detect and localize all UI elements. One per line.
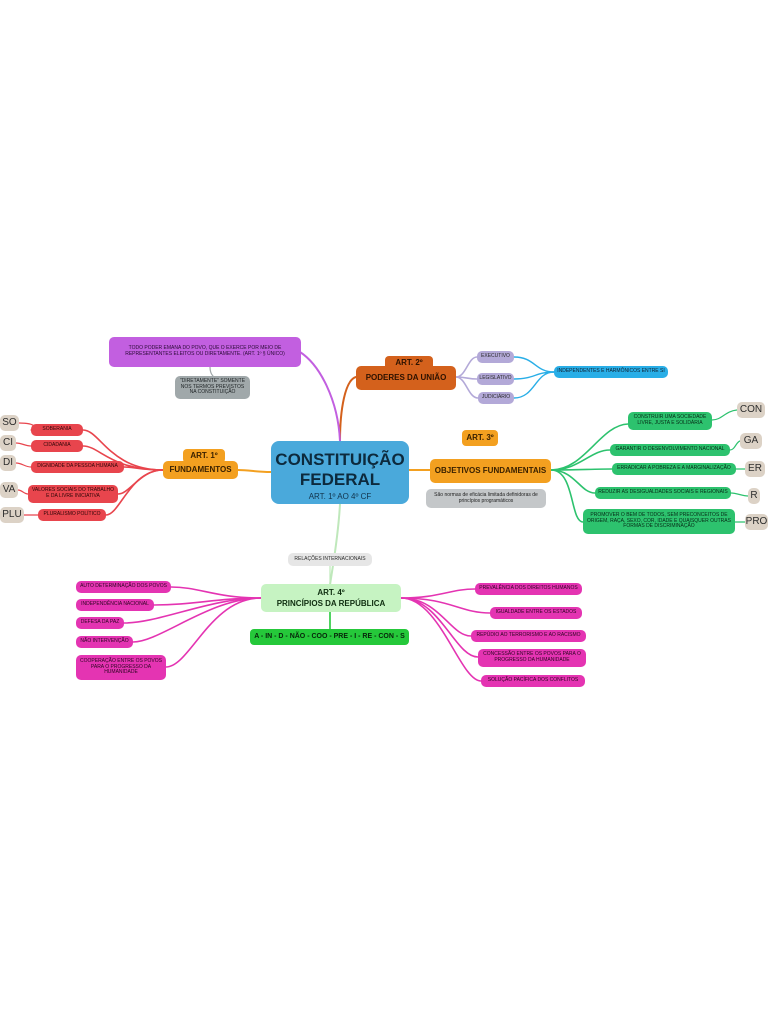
powers-relation[interactable]: INDEPENDENTES E HARMÔNICOS ENTRE SI xyxy=(554,366,668,378)
art2-title[interactable]: PODERES DA UNIÃO xyxy=(356,366,456,390)
central-subtitle: ART. 1º AO 4º CF xyxy=(308,492,372,502)
abbr-ci: CI xyxy=(0,435,16,451)
abbr-va: VA xyxy=(0,482,18,498)
abbr-pro: PRO xyxy=(745,514,768,530)
art3-item-construir[interactable]: CONSTRUIR UMA SOCIEDADE LIVRE, JUSTA E S… xyxy=(628,412,712,430)
art4-label[interactable]: RELAÇÕES INTERNACIONAIS xyxy=(288,553,372,566)
art1-item-cidadania[interactable]: CIDADANIA xyxy=(31,440,83,452)
art4-mnemonic[interactable]: A - IN - D - NÃO - COO - PRE - I - RE - … xyxy=(250,629,409,645)
art3-tag[interactable]: ART. 3º xyxy=(462,430,498,446)
art4-left-item-cooperacao[interactable]: COOPERAÇÃO ENTRE OS POVOS PARA O PROGRES… xyxy=(76,655,166,680)
art1-item-valores[interactable]: VALORES SOCIAIS DO TRABALHO E DA LIVRE I… xyxy=(28,485,118,503)
art3-note[interactable]: São normas de eficácia limitada definido… xyxy=(426,489,546,508)
abbr-er: ER xyxy=(745,461,765,477)
art4-right-item-solucao[interactable]: SOLUÇÃO PACÍFICA DOS CONFLITOS xyxy=(481,675,585,687)
art4-title: PRINCÍPIOS DA REPÚBLICA xyxy=(276,599,386,609)
art1-subnote[interactable]: "DIRETAMENTE" SOMENTE NOS TERMOS PREVIST… xyxy=(175,376,250,399)
art1-item-soberania[interactable]: SOBERANIA xyxy=(31,424,83,436)
abbr-r: R xyxy=(748,488,760,504)
art4-left-item-defesa-paz[interactable]: DEFESA DA PAZ xyxy=(76,617,124,629)
art1-title[interactable]: FUNDAMENTOS xyxy=(163,461,238,479)
abbr-so: SO xyxy=(0,415,19,431)
art3-title[interactable]: OBJETIVOS FUNDAMENTAIS xyxy=(430,459,551,483)
power-item-legislativo[interactable]: LEGISLATIVO xyxy=(477,373,514,385)
art4-right-item-concessao[interactable]: CONCESSÃO ENTRE OS POVOS PARA O PROGRESS… xyxy=(478,649,586,667)
art1-paragraph-note[interactable]: TODO PODER EMANA DO POVO, QUE O EXERCE P… xyxy=(109,337,301,367)
art4-left-item-independencia[interactable]: INDEPENDÊNCIA NACIONAL xyxy=(76,599,154,611)
central-topic[interactable]: CONSTITUIÇÃO FEDERAL ART. 1º AO 4º CF xyxy=(271,441,409,504)
art4-tag: ART. 4º xyxy=(317,588,345,597)
power-item-judiciario[interactable]: JUDICIÁRIO xyxy=(478,392,514,404)
art1-item-dignidade[interactable]: DIGNIDADE DA PESSOA HUMANA xyxy=(31,461,124,473)
abbr-di: DI xyxy=(0,455,16,471)
art3-item-promover[interactable]: PROMOVER O BEM DE TODOS, SEM PRECONCEITO… xyxy=(583,509,735,534)
power-item-executivo[interactable]: EXECUTIVO xyxy=(477,351,514,363)
abbr-con: CON xyxy=(737,402,765,418)
art3-item-reduzir[interactable]: REDUZIR AS DESIGUALDADES SOCIAIS E REGIO… xyxy=(595,487,731,499)
abbr-plu: PLU xyxy=(0,507,24,523)
art4-header[interactable]: ART. 4º PRINCÍPIOS DA REPÚBLICA xyxy=(261,584,401,612)
art4-left-item-autodeterminacao[interactable]: AUTO DETERMINAÇÃO DOS POVOS xyxy=(76,581,171,593)
art3-item-garantir[interactable]: GARANTIR O DESENVOLVIMENTO NACIONAL xyxy=(610,444,730,456)
art1-item-pluralismo[interactable]: PLURALISMO POLÍTICO xyxy=(38,509,106,521)
art4-right-item-direitos-humanos[interactable]: PREVALÊNCIA DOS DIREITOS HUMANOS xyxy=(475,583,582,595)
abbr-ga: GA xyxy=(740,433,762,449)
central-title: CONSTITUIÇÃO FEDERAL xyxy=(275,450,405,489)
art4-right-item-repudio[interactable]: REPÚDIO AO TERRORISMO E AO RACISMO xyxy=(471,630,586,642)
art1-tag[interactable]: ART. 1º xyxy=(183,449,225,463)
art3-item-erradicar[interactable]: ERRADICAR A POBREZA E A MARGINALIZAÇÃO xyxy=(612,463,736,475)
art4-right-item-igualdade[interactable]: IGUALDADE ENTRE OS ESTADOS xyxy=(490,607,582,619)
art4-left-item-nao-intervencao[interactable]: NÃO INTERVENÇÃO xyxy=(76,636,133,648)
